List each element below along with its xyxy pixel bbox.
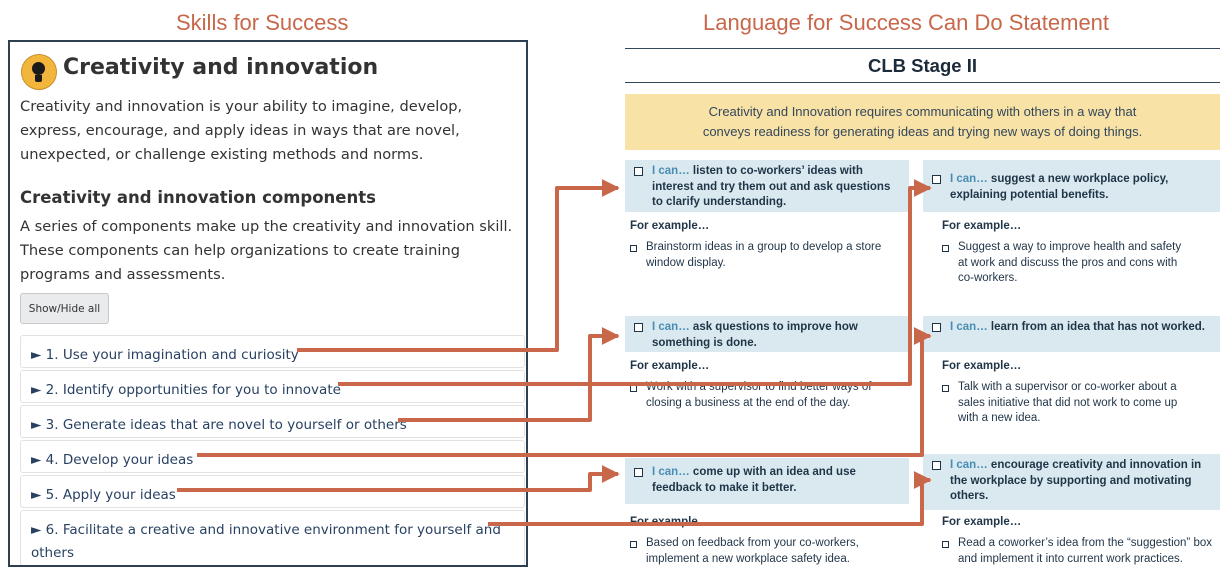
example-label: For example… [942,360,1022,372]
can-do-statement-5: I can… come up with an idea and use feed… [625,458,909,504]
can-do-statement-2: I can… suggest a new workplace policy, e… [923,160,1220,212]
bullet-square-icon [942,541,949,548]
component-6[interactable]: ► 6. Facilitate a creative and innovativ… [20,510,525,565]
component-2[interactable]: ► 2. Identify opportunities for you to i… [20,370,525,403]
i-can-label: I can… [652,466,690,478]
statement-text: suggest a new workplace policy, explaini… [950,173,1169,201]
title-rule [625,82,1220,83]
stage-title: CLB Stage II [868,55,977,76]
example-item-1: Brainstorm ideas in a group to develop a… [630,240,895,271]
statement-text: encourage creativity and innovation in t… [950,459,1202,502]
bullet-square-icon [942,245,949,252]
example-label: For example… [630,220,710,232]
clb-stage-panel: CLB Stage II Creativity and Innovation r… [625,40,1220,578]
checkbox-icon [932,461,941,470]
components-description: A series of components make up the creat… [20,218,513,283]
bullet-square-icon [630,385,637,392]
banner-line-2: conveys readiness for generating ideas a… [702,124,1143,139]
checkbox-icon [634,323,643,332]
checkbox-icon [634,468,643,477]
skill-description: Creativity and innovation is your abilit… [20,98,463,163]
bullet-square-icon [630,245,637,252]
can-do-statement-1: I can… listen to co-workers’ ideas with … [625,160,909,212]
component-5[interactable]: ► 5. Apply your ideas [20,475,525,508]
can-do-statement-4: I can… learn from an idea that has not w… [923,316,1220,352]
checkbox-icon [932,175,941,184]
can-do-statement-6: I can… encourage creativity and innovati… [923,454,1220,510]
skills-panel: Creativity and innovation Creativity and… [8,40,528,567]
stage-banner: Creativity and Innovation requires commu… [625,94,1220,150]
example-item-4: Talk with a supervisor or co-worker abou… [942,380,1197,427]
example-label: For example… [942,516,1022,528]
example-item-6: Read a coworker’s idea from the “suggest… [942,536,1214,567]
i-can-label: I can… [950,321,988,333]
i-can-label: I can… [950,459,988,471]
component-4[interactable]: ► 4. Develop your ideas [20,440,525,473]
panel-title: Creativity and innovation [63,55,379,80]
example-item-2: Suggest a way to improve health and safe… [942,240,1192,287]
example-label: For example… [630,516,710,528]
can-do-statement-heading: Language for Success Can Do Statement [703,10,1110,35]
lightbulb-icon [21,54,57,90]
components-title: Creativity and innovation components [20,188,376,207]
can-do-statement-3: I can… ask questions to improve how some… [625,316,909,352]
bullet-square-icon [630,541,637,548]
example-item-5: Based on feedback from your co-workers, … [630,536,895,567]
bullet-square-icon [942,385,949,392]
show-hide-all-button[interactable]: Show/Hide all [20,293,109,324]
skills-for-success-heading: Skills for Success [176,10,349,35]
statement-text: learn from an idea that has not worked. [990,321,1205,333]
example-label: For example… [630,360,710,372]
i-can-label: I can… [652,165,690,177]
checkbox-icon [932,323,941,332]
example-item-3: Work with a supervisor to find better wa… [630,380,895,411]
example-label: For example… [942,220,1022,232]
i-can-label: I can… [950,173,988,185]
checkbox-icon [634,167,643,176]
component-3[interactable]: ► 3. Generate ideas that are novel to yo… [20,405,525,438]
top-rule [625,48,1220,49]
component-1[interactable]: ► 1. Use your imagination and curiosity [20,335,525,368]
i-can-label: I can… [652,321,690,333]
banner-line-1: Creativity and Innovation requires commu… [708,104,1137,119]
